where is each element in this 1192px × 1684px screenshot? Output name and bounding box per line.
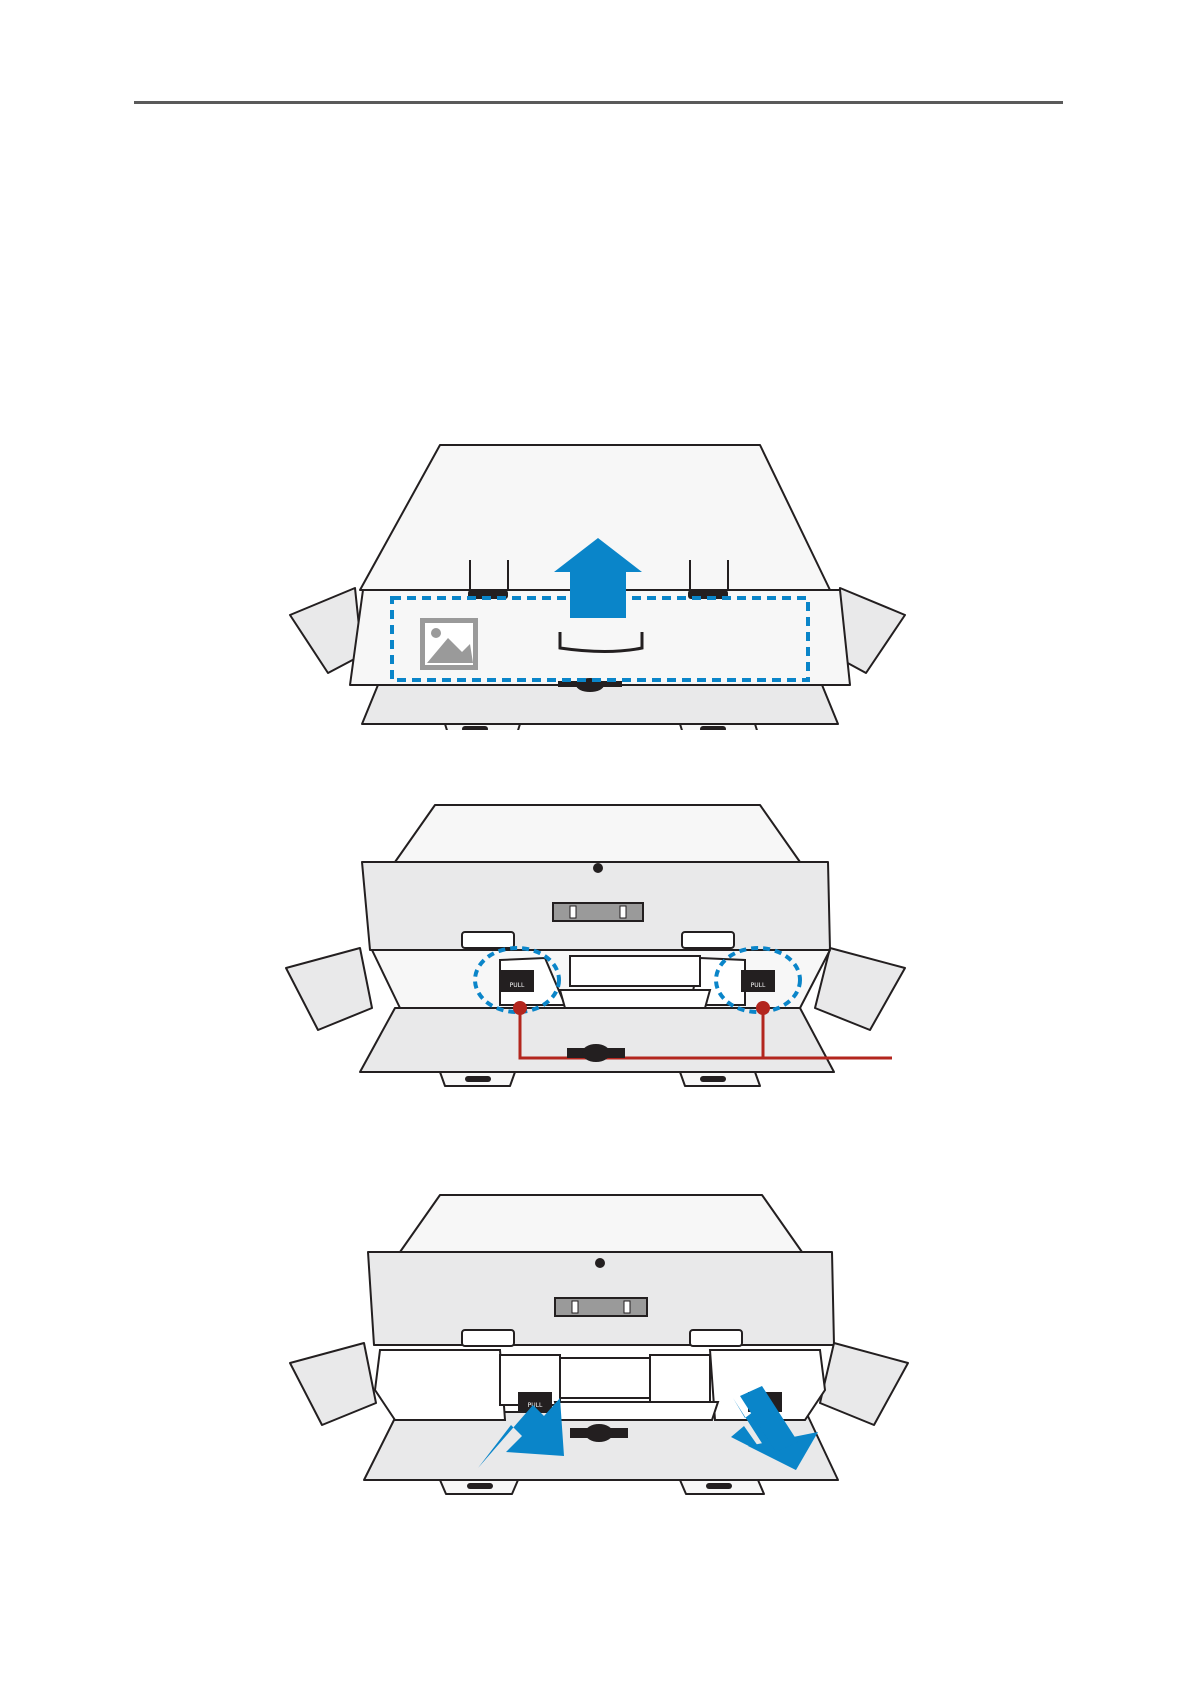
- box-right-flap: [815, 948, 905, 1030]
- lid-handle-plate: [555, 1298, 647, 1316]
- box-back-flap: [395, 805, 800, 862]
- header-rule: [134, 101, 1063, 104]
- box-back-flap: [400, 1195, 802, 1252]
- pull-tab-right-label: PULL: [751, 982, 766, 989]
- figure-open-box-pull-tabs: PULL PULL: [0, 790, 1192, 1110]
- box-left-flap: [286, 948, 372, 1030]
- foam-left: [375, 1350, 505, 1420]
- box-left-flap: [290, 1343, 376, 1425]
- figure-pull-out-foam: PULL PULL: [0, 1180, 1192, 1500]
- pull-tab-left: PULL: [500, 970, 534, 992]
- figure-open-box-lift-tray: [0, 430, 1192, 730]
- box-right-flap: [820, 1343, 908, 1425]
- lid-handle-plate: [553, 903, 643, 921]
- pull-tab-left-label: PULL: [510, 982, 525, 989]
- image-icon: [420, 618, 478, 670]
- box-left-flap: [290, 588, 362, 673]
- pull-tab-right: PULL: [741, 970, 775, 992]
